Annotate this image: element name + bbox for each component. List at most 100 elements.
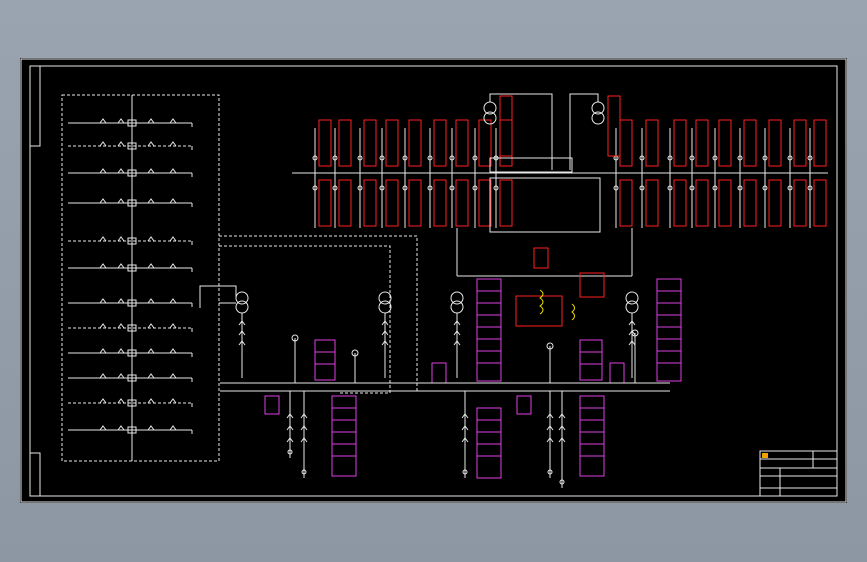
switch-node <box>787 185 793 191</box>
switch-node <box>667 185 673 191</box>
switch-node <box>613 185 619 191</box>
inner-frame <box>29 65 838 497</box>
fuse-symbol <box>628 320 636 326</box>
contactor-symbol <box>99 236 107 242</box>
red-panel-upper <box>718 119 732 167</box>
contactor-symbol <box>147 263 155 269</box>
breaker-symbol <box>127 299 137 307</box>
dashed-link-top <box>219 235 418 393</box>
left-transformer-feed <box>199 285 237 308</box>
reactor-coil <box>539 289 544 315</box>
transformer-winding <box>235 300 249 314</box>
contactor-symbol <box>99 323 107 329</box>
tie-box-lower <box>489 177 601 233</box>
contactor-symbol <box>169 323 177 329</box>
red-panel-lower <box>645 179 659 227</box>
fuse-symbol <box>453 330 461 336</box>
fuse-symbol <box>558 437 566 443</box>
fuse-symbol <box>238 340 246 346</box>
transformer-winding <box>450 300 464 314</box>
contactor-symbol <box>147 298 155 304</box>
switch-node <box>449 185 455 191</box>
contactor-symbol <box>99 118 107 124</box>
title-block-logo <box>762 453 768 458</box>
red-panel-upper <box>363 119 377 167</box>
incoming-node <box>546 342 554 350</box>
breaker-symbol <box>127 142 137 150</box>
contactor-symbol <box>99 141 107 147</box>
red-panel-lower <box>385 179 399 227</box>
left-margin-strip-top <box>29 65 41 147</box>
switch-node <box>449 155 455 161</box>
red-panel-upper <box>433 119 447 167</box>
contactor-symbol <box>117 263 125 269</box>
relay-panel <box>431 362 447 384</box>
red-panel-lower <box>718 179 732 227</box>
fuse-symbol <box>628 340 636 346</box>
fuse-symbol <box>381 330 389 336</box>
switch-node <box>472 185 478 191</box>
fuse-symbol <box>381 340 389 346</box>
outer-frame <box>20 58 847 503</box>
fuse-symbol <box>453 340 461 346</box>
relay-panel <box>476 278 502 382</box>
contactor-symbol <box>169 118 177 124</box>
red-panel-upper <box>793 119 807 167</box>
tie-box <box>489 157 573 173</box>
red-panel-lower <box>318 179 332 227</box>
fuse-symbol <box>461 413 469 419</box>
breaker-symbol <box>127 119 137 127</box>
magenta-panel-group <box>264 278 682 479</box>
breaker-symbol <box>127 264 137 272</box>
fuse-symbol <box>286 425 294 431</box>
contactor-symbol <box>99 348 107 354</box>
red-panel-lower <box>619 179 633 227</box>
breaker-symbol <box>127 374 137 382</box>
fuse-symbol <box>300 413 308 419</box>
contactor-symbol <box>147 323 155 329</box>
switch-node <box>312 185 318 191</box>
incoming-node <box>631 329 639 337</box>
switch-node <box>427 155 433 161</box>
relay-panel <box>264 395 280 415</box>
tie-line-right <box>569 93 599 170</box>
switch-node <box>332 185 338 191</box>
contactor-symbol <box>169 298 177 304</box>
red-panel-upper <box>478 119 492 167</box>
contactor-symbol <box>99 298 107 304</box>
contactor-symbol <box>169 198 177 204</box>
breaker-symbol <box>127 169 137 177</box>
fuse-symbol <box>238 330 246 336</box>
contactor-symbol <box>117 398 125 404</box>
contactor-symbol <box>169 348 177 354</box>
contactor-symbol <box>99 263 107 269</box>
contactor-symbol <box>147 118 155 124</box>
left-feeder-group <box>68 118 193 434</box>
dashed-link-inner <box>219 245 391 394</box>
red-panel-upper <box>695 119 709 167</box>
fuse-symbol <box>286 437 294 443</box>
red-panel-upper <box>385 119 399 167</box>
transformer-winding <box>378 300 392 314</box>
breaker-symbol <box>127 349 137 357</box>
red-panel-lower <box>499 179 513 227</box>
lower-feeder-group <box>286 329 639 488</box>
switch-node <box>762 155 768 161</box>
contactor-symbol <box>169 373 177 379</box>
relay-panel <box>314 339 336 381</box>
switch-node <box>807 185 813 191</box>
breaker-symbol <box>127 426 137 434</box>
switch-node <box>402 155 408 161</box>
contactor-symbol <box>147 198 155 204</box>
top-transformer-left <box>483 95 513 157</box>
breaker-symbol <box>127 324 137 332</box>
switch-node <box>762 185 768 191</box>
switch-node <box>357 155 363 161</box>
switch-node <box>493 185 499 191</box>
incoming-node <box>351 349 359 357</box>
fuse-symbol <box>558 413 566 419</box>
fuse-symbol <box>238 320 246 326</box>
contactor-symbol <box>117 348 125 354</box>
red-panel-upper <box>318 119 332 167</box>
red-panel-upper <box>455 119 469 167</box>
